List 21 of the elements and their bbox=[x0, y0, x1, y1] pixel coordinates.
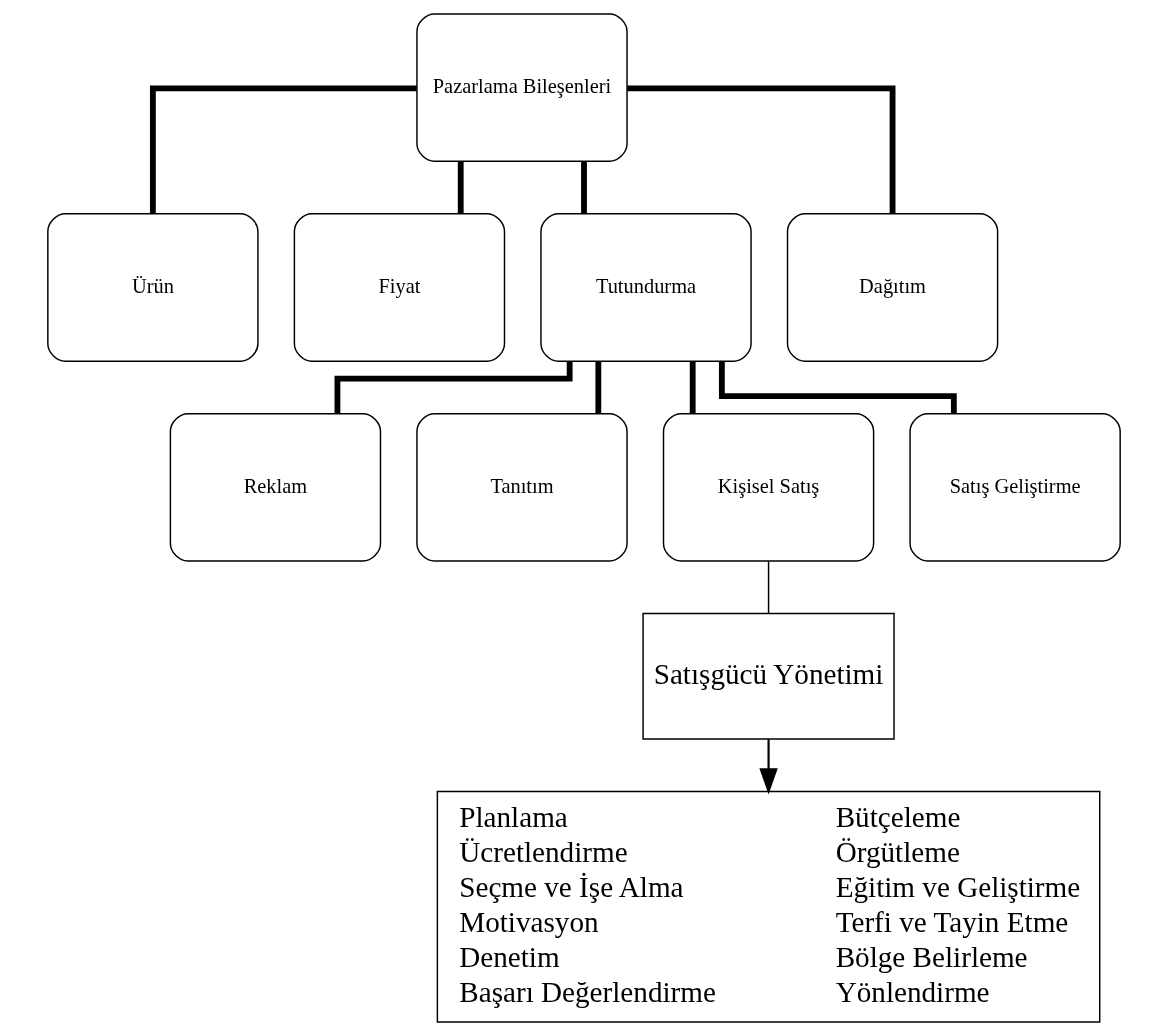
node-box: Satış Geliştirme bbox=[908, 412, 1121, 562]
connector bbox=[767, 560, 769, 615]
node-box: Dağıtım bbox=[786, 213, 998, 362]
node-box: Kişisel Satış bbox=[662, 412, 874, 562]
node-box: Pazarlama Bileşenleri bbox=[415, 13, 628, 162]
node-box: Satışgücü Yönetimi bbox=[641, 612, 895, 740]
node-box: Ürün bbox=[46, 213, 259, 362]
connector bbox=[580, 161, 587, 214]
node-box: Tutundurma bbox=[539, 213, 752, 362]
node-box: Tanıtım bbox=[415, 412, 628, 562]
connector bbox=[718, 361, 957, 414]
arrow bbox=[758, 739, 778, 795]
node-box: Planlama Bütçeleme Ücretlendirme Örgütleme Seçme ve İşe Alma Eğitim ve Geliştirme Motivasyon Terfi ve Tayin Etme Denetim Bölge Belirleme Başarı Değerlendirme Yönlendirme bbox=[436, 790, 1100, 1023]
connector bbox=[626, 85, 895, 214]
connector bbox=[689, 361, 696, 414]
connector bbox=[457, 161, 464, 214]
connector bbox=[149, 85, 417, 214]
connector bbox=[334, 361, 573, 414]
node-box: Fiyat bbox=[293, 213, 505, 362]
connector bbox=[594, 361, 601, 414]
node-box: Reklam bbox=[169, 412, 381, 562]
